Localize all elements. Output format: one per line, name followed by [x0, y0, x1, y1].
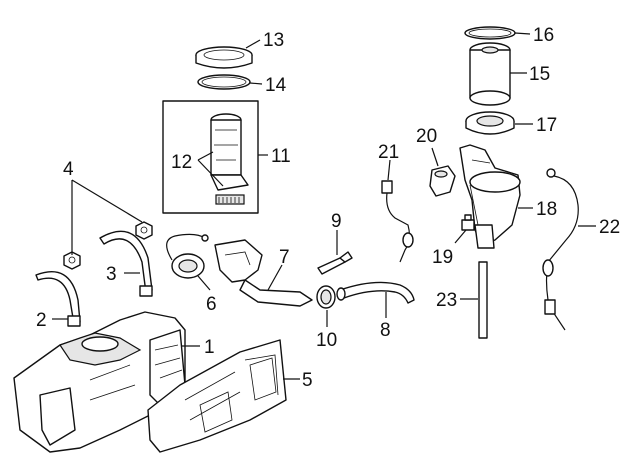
- callout-labels: 1 2 3 4 5 6 7 8 9 10 11 12 13 14 15 16 1…: [36, 25, 620, 391]
- callout-12: 12: [171, 152, 192, 173]
- vent-hose: [317, 251, 353, 275]
- tank-strap-lower: [35, 271, 81, 327]
- lock-ring: [195, 46, 253, 69]
- callout-22: 22: [599, 217, 620, 238]
- callout-9: 9: [331, 211, 342, 232]
- callout-5: 5: [302, 370, 313, 391]
- filler-hose: [336, 281, 415, 304]
- callout-19: 19: [432, 247, 453, 268]
- filler-pipe: [214, 239, 313, 307]
- tank-strap-upper: [99, 230, 153, 297]
- vent-valve: [166, 233, 209, 279]
- drain-tube: [478, 261, 488, 339]
- callout-4: 4: [63, 159, 74, 180]
- wiring-harness-short: [381, 180, 414, 263]
- callout-17: 17: [536, 115, 557, 136]
- callout-2: 2: [36, 310, 47, 331]
- callout-16: 16: [533, 25, 554, 46]
- drain-fitting: [461, 214, 475, 231]
- o-ring: [464, 26, 516, 40]
- wiring-harness-long: [542, 168, 579, 331]
- callout-8: 8: [380, 320, 391, 341]
- filter-element: [469, 42, 511, 106]
- callout-10: 10: [316, 330, 337, 351]
- skid-plate: [147, 339, 287, 453]
- callout-15: 15: [529, 64, 550, 85]
- callout-13: 13: [263, 30, 284, 51]
- leader-lines: [52, 32, 596, 380]
- callout-14: 14: [265, 75, 287, 96]
- callout-6: 6: [206, 294, 217, 315]
- callout-21: 21: [378, 142, 399, 163]
- callout-1: 1: [204, 337, 215, 358]
- fuel-tank: [13, 311, 186, 453]
- filter-housing: [459, 144, 521, 249]
- callout-18: 18: [536, 199, 557, 220]
- callout-3: 3: [106, 264, 117, 285]
- seal-ring: [197, 74, 251, 90]
- filter-cap: [465, 111, 515, 135]
- water-sensor: [429, 165, 456, 197]
- nut-right: [135, 221, 153, 240]
- callout-7: 7: [279, 247, 290, 268]
- callout-23: 23: [436, 290, 457, 311]
- filler-seal: [316, 285, 336, 309]
- fuel-pump-module: [210, 113, 249, 205]
- callout-11: 11: [271, 146, 291, 167]
- callout-20: 20: [416, 126, 437, 147]
